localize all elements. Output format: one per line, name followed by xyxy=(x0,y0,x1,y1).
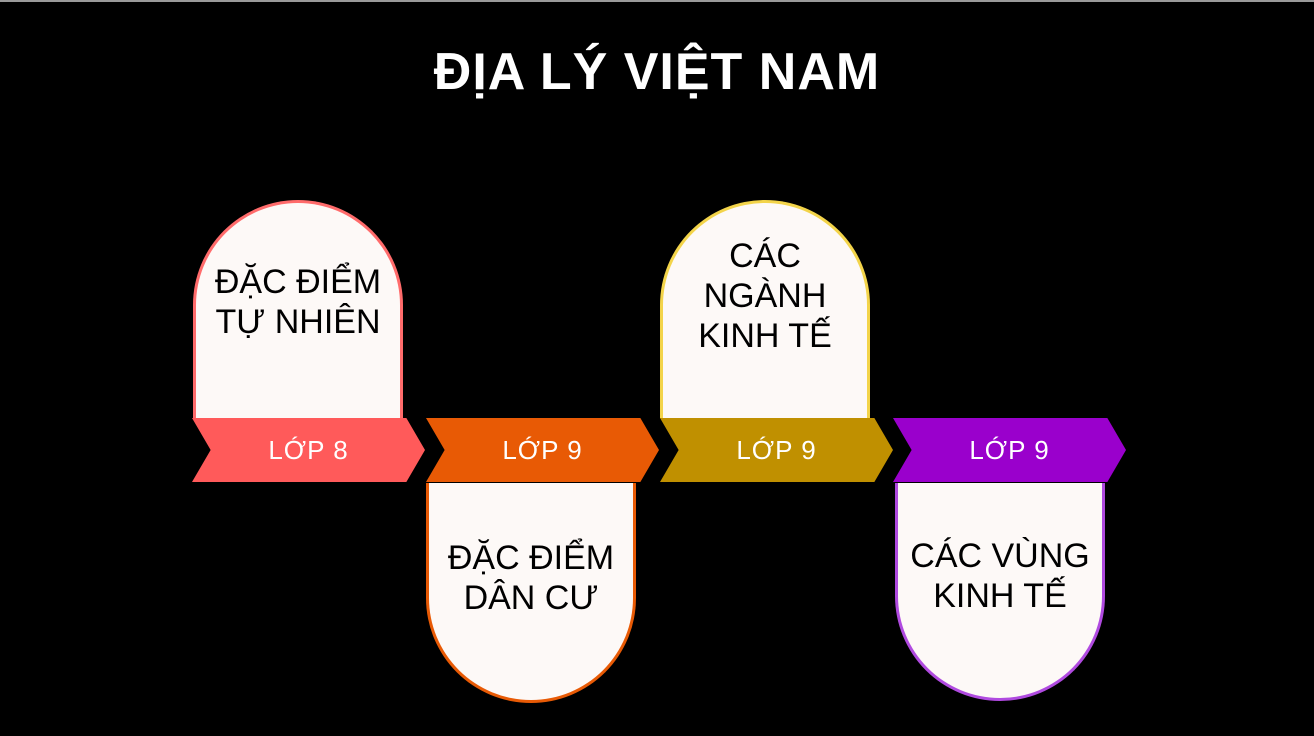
topic-card-text: ĐẶC ĐIỂM TỰ NHIÊN xyxy=(214,262,382,341)
topic-card-text: CÁC VÙNG KINH TẾ xyxy=(910,536,1090,615)
grade-chevron-1: LỚP 8 xyxy=(192,418,425,482)
top-border-line xyxy=(0,0,1314,2)
topic-card-economic-regions: CÁC VÙNG KINH TẾ xyxy=(895,483,1105,701)
grade-chevron-2: LỚP 9 xyxy=(426,418,659,482)
topic-card-natural-features: ĐẶC ĐIỂM TỰ NHIÊN xyxy=(193,200,403,418)
grade-chevron-4: LỚP 9 xyxy=(893,418,1126,482)
topic-card-text: CÁC NGÀNH KINH TẾ xyxy=(698,236,832,355)
page-title: ĐỊA LÝ VIỆT NAM xyxy=(433,43,881,101)
topic-card-text: ĐẶC ĐIỂM DÂN CƯ xyxy=(447,538,615,617)
grade-chevron-3: LỚP 9 xyxy=(660,418,893,482)
topic-card-economic-sectors: CÁC NGÀNH KINH TẾ xyxy=(660,200,870,418)
grade-label: LỚP 8 xyxy=(268,434,349,465)
grade-label: LỚP 9 xyxy=(969,434,1050,465)
topic-card-population: ĐẶC ĐIỂM DÂN CƯ xyxy=(426,483,636,703)
grade-label: LỚP 9 xyxy=(736,434,817,465)
grade-label: LỚP 9 xyxy=(502,434,583,465)
